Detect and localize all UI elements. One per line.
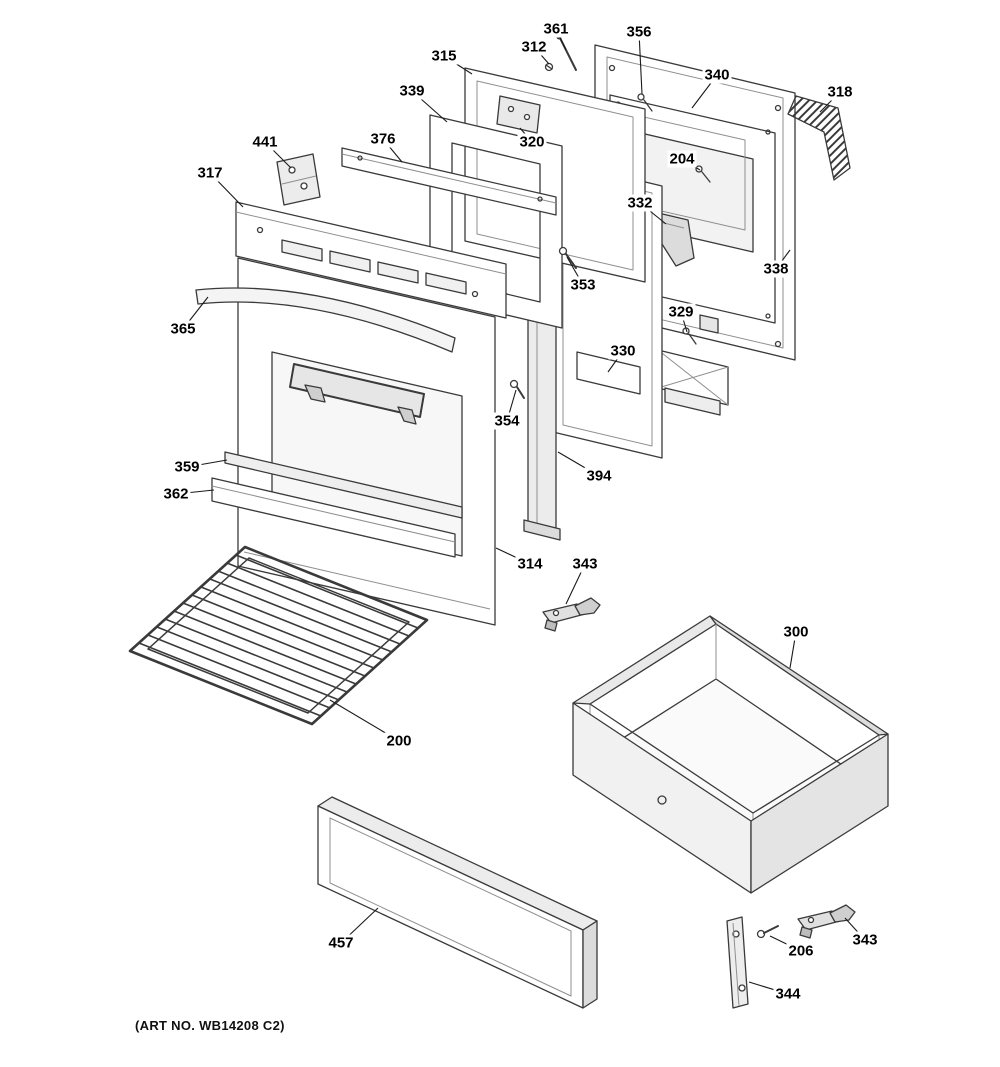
part-206-screw [756,925,779,939]
part-359-bottom-trim [224,451,463,519]
part-312-screw [544,62,554,72]
leader-line-365-15 [182,296,209,330]
part-354-screw [509,379,525,399]
part-343-latch-upper [542,597,601,632]
part-361-pin [556,34,577,71]
part-457-drawer-front [317,796,598,1009]
part-441-hinge-plate [276,153,321,206]
part-200-oven-rack [128,545,429,726]
leader-line-314-22 [495,547,531,565]
leader-line-354-18 [506,389,517,422]
leader-line-359-19 [186,459,228,468]
part-320-bracket [496,95,541,134]
part-365-vent-trim [195,287,456,353]
leader-line-343-28 [844,917,866,941]
leader-line-200-25 [329,699,400,742]
leader-line-344-29 [748,981,789,995]
part-356-screw [637,93,653,112]
part-376-top-trim [341,147,557,216]
part-362-kick-trim [211,477,456,558]
leader-line-300-24 [789,631,797,669]
leader-line-361-0 [555,28,567,51]
part-394-side-channel [523,299,561,541]
part-300-drawer-body [572,615,889,894]
part-329-hinge-support [657,327,729,416]
leader-line-394-20 [557,451,600,477]
part-317-control-trim [235,201,507,319]
part-344-bracket [726,916,749,1009]
leader-line-343-23 [565,563,586,605]
part-318-gasket [787,95,851,181]
leader-line-356-3 [638,31,643,95]
door-handle [289,363,425,425]
leader-line-315-2 [443,55,473,75]
art-number-text: (ART NO. WB14208 C2) [135,1018,285,1033]
leader-line-362-21 [175,489,215,495]
leader-line-317-11 [209,172,244,208]
leader-line-206-27 [769,935,802,952]
part-353-screw [558,246,577,269]
leader-line-312-1 [533,46,550,65]
part-343-latch-lower [797,904,856,939]
leader-line-457-26 [340,907,379,944]
